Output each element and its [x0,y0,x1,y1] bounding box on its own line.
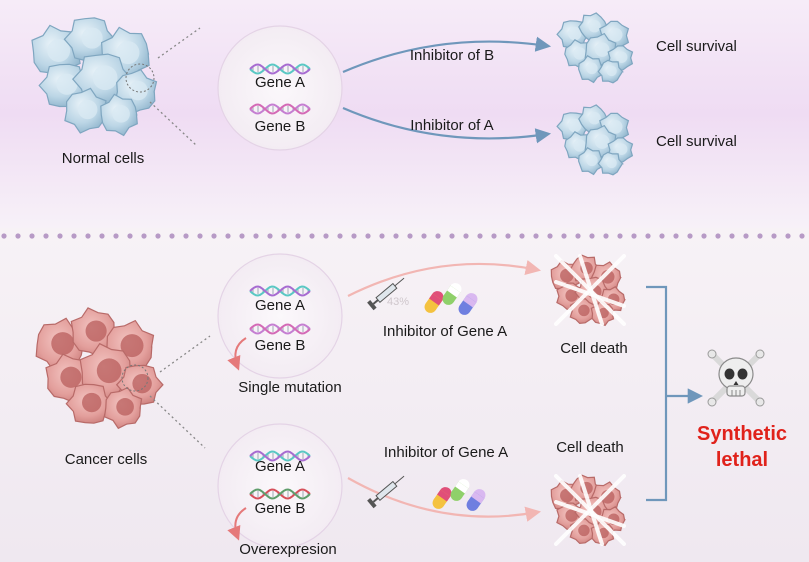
cancer-top-gene-a-label: Gene A [254,297,306,314]
normal-gene-b-label: Gene B [254,118,306,135]
cancer-bottom-gene-b-label: Gene B [254,500,306,517]
dotted-divider [1,233,805,239]
cancer-gene-circle-top [217,253,343,379]
arrow-inhibitor-b [342,36,552,74]
cancer-top-gene-b-label: Gene B [254,337,306,354]
bracket-connector [646,285,668,502]
dead-cell-cluster-icon [550,474,626,547]
inhibitor-gene-a-label-bottom: Inhibitor of Gene A [383,444,509,461]
inhibitor-b-label: Inhibitor of B [409,47,495,64]
cell-survival-label-top: Cell survival [656,38,737,55]
dna-helix-icon [249,323,311,335]
arrow-cell-death-bottom [347,477,542,522]
cell-death-label-top: Cell death [560,340,628,357]
inhibitor-a-label: Inhibitor of A [410,117,494,134]
cell-survival-cluster-icon [556,12,634,84]
arrow-inhibitor-a [342,106,552,144]
normal-cell-cluster-icon [31,17,158,137]
cancer-gene-circle-bottom [217,423,343,549]
cancer-cells-label: Cancer cells [64,451,148,468]
single-mutation-label: Single mutation [238,379,342,396]
dead-cell-cluster-icon [550,254,626,327]
cancer-bottom-gene-a-label: Gene A [254,458,306,475]
pills-icon [432,479,486,511]
syringe-icon [367,277,405,311]
cell-death-label-bottom: Cell death [556,439,624,456]
pills-icon [424,283,478,315]
normal-gene-a-label: Gene A [254,74,306,91]
cell-survival-cluster-icon [556,104,634,176]
skull-crossbones-icon [707,349,765,407]
watermark-text: 43% [387,296,410,308]
arrow-cell-death-top [347,259,542,297]
synthetic-lethal-line2: lethal [715,449,769,471]
arrow-single-mutation [227,337,247,371]
synthetic-lethal-line1: Synthetic [696,423,788,445]
dna-helix-icon [249,488,311,500]
inhibitor-gene-a-label-top: Inhibitor of Gene A [382,323,508,340]
dna-helix-icon [249,285,311,297]
dna-helix-icon [249,103,311,115]
syringe-icon [367,475,405,509]
dna-helix-icon [249,63,311,75]
cell-survival-label-bottom: Cell survival [656,133,737,150]
dna-helix-icon [249,450,311,462]
synthetic-lethal-label: Synthetic lethal [684,421,800,473]
cancer-cell-cluster-icon [35,307,164,430]
arrow-overexpression [227,507,247,541]
normal-cells-label: Normal cells [61,150,145,167]
overexpression-label: Overexpresion [239,541,337,558]
normal-gene-circle [217,25,343,151]
